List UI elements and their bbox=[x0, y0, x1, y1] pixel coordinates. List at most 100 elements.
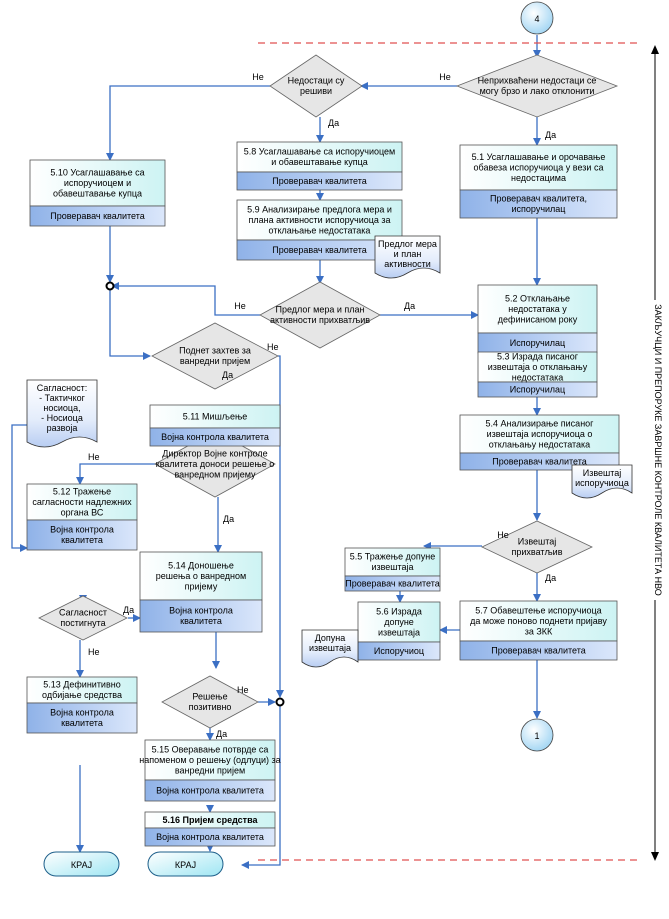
document-text: развоја bbox=[47, 423, 78, 433]
process-box-top bbox=[26, 483, 138, 521]
process-box-text: решења о ванредном bbox=[156, 571, 246, 581]
process-box-role-text: Проверавач квалитета bbox=[345, 578, 440, 588]
decision-text: Сагласност bbox=[59, 608, 107, 618]
process-box-role-text: квалитета bbox=[61, 535, 103, 545]
edge-label-ne: Не bbox=[237, 685, 249, 695]
process-box-text: напоменом о решењу (одлуци) за bbox=[139, 755, 280, 765]
decision-text: Предлог мера и план bbox=[275, 305, 364, 315]
process-box-role-text: Војна контрола bbox=[50, 525, 114, 535]
process-box-top bbox=[459, 144, 618, 191]
process-box-role-text: Испоручилац bbox=[510, 384, 565, 394]
flow-line bbox=[76, 463, 160, 485]
decision-text: постигнута bbox=[60, 618, 105, 628]
process-box-role bbox=[477, 381, 598, 398]
process-box-b516 bbox=[144, 811, 276, 847]
terminal-end bbox=[147, 851, 224, 877]
process-box-top bbox=[459, 414, 620, 454]
connector-top-label: 4 bbox=[534, 14, 539, 24]
process-box-b56 bbox=[357, 601, 441, 661]
process-box-top bbox=[236, 141, 403, 173]
process-box-b511 bbox=[149, 404, 281, 447]
decision-text: Недостаци су bbox=[288, 76, 345, 86]
process-box-text: плана активности испоручиоца за bbox=[248, 215, 390, 225]
process-box-text: испоручиоцем и bbox=[64, 178, 131, 188]
process-box-b57 bbox=[459, 600, 618, 661]
side-bracket-arrow-bottom bbox=[651, 852, 659, 861]
process-box-top bbox=[26, 676, 138, 704]
decision-text: Поднет захтев за bbox=[179, 346, 251, 356]
document-text: и план bbox=[394, 249, 422, 259]
process-box-text: недостатака у bbox=[508, 304, 567, 314]
decision-text: ванредни пријем bbox=[180, 356, 250, 366]
decision-d_proposal bbox=[259, 281, 381, 349]
process-box-role-text: Проверавач квалитета bbox=[272, 245, 367, 255]
edge-label-da: Да bbox=[123, 605, 134, 615]
document-text: - Тактичког bbox=[39, 393, 86, 403]
process-box-b510 bbox=[29, 159, 166, 227]
process-box-role bbox=[149, 427, 281, 447]
flow-line bbox=[11, 424, 40, 552]
flow-line bbox=[241, 702, 281, 869]
decision-text: Неприхваћени недостаци се bbox=[478, 76, 597, 86]
process-box-role bbox=[344, 575, 441, 592]
process-box-text: 5.12 Тражење bbox=[53, 486, 111, 496]
process-box-text: извештаја испоручиоца о bbox=[487, 429, 593, 439]
process-box-b514 bbox=[139, 551, 263, 633]
process-box-text: органа ВС bbox=[61, 507, 104, 517]
process-box-text: 5.14 Доношење bbox=[168, 560, 234, 570]
document-report bbox=[571, 464, 633, 499]
process-box-top bbox=[477, 284, 598, 334]
document-text: Предлог мера bbox=[378, 239, 437, 249]
process-box-text: 5.10 Усаглашавање са bbox=[50, 167, 144, 177]
process-box-text: извештаја bbox=[378, 627, 420, 637]
edge-label-ne: Не bbox=[252, 72, 264, 82]
process-box-text: 5.6 Израда bbox=[376, 606, 422, 616]
decision-text: прихватљив bbox=[512, 547, 563, 557]
process-box-role-text: Испоручилац bbox=[510, 338, 565, 348]
process-box-text: дефинисаном року bbox=[498, 314, 578, 324]
process-box-text: 5.3 Израда писаног bbox=[497, 351, 579, 361]
edge-label-da: Да bbox=[223, 514, 234, 524]
process-box-role bbox=[26, 702, 138, 734]
edge-label-ne: Не bbox=[439, 72, 451, 82]
edge-label-da: Да bbox=[222, 370, 233, 380]
connector-top bbox=[520, 1, 554, 35]
process-box-text: сагласности надлежних bbox=[32, 497, 132, 507]
process-box-b53 bbox=[477, 351, 598, 398]
edge-label-da: Да bbox=[404, 301, 415, 311]
process-box-text: одбијање средства bbox=[42, 690, 122, 700]
process-box-text: за ЗКК bbox=[525, 626, 553, 636]
process-box-top bbox=[459, 600, 618, 642]
decision-text: Извештај bbox=[518, 537, 557, 547]
process-box-text: пријему bbox=[185, 581, 218, 591]
decision-text: решиви bbox=[300, 86, 332, 96]
process-box-role bbox=[144, 779, 276, 802]
process-box-role-text: Проверавач квалитета bbox=[50, 211, 145, 221]
process-box-role bbox=[459, 640, 618, 661]
process-box-b59 bbox=[236, 199, 403, 261]
process-box-b515 bbox=[144, 739, 276, 802]
process-box-role-text: Проверавач квалитета, bbox=[490, 194, 587, 204]
process-box-role bbox=[236, 171, 403, 191]
decision-text: Решење bbox=[192, 692, 227, 702]
process-box-text: 5.1 Усаглашавање и орочавање bbox=[472, 152, 606, 162]
process-box-b513 bbox=[26, 676, 138, 734]
decision-text: могу брзо и лако отклонити bbox=[480, 86, 595, 96]
process-box-role bbox=[29, 205, 166, 227]
process-box-text: 5.11 Мишљење bbox=[183, 411, 248, 421]
process-box-role bbox=[459, 189, 618, 219]
process-box-role bbox=[144, 827, 276, 847]
process-box-text: извештаја bbox=[371, 562, 413, 572]
edge-label-da: Да bbox=[545, 573, 556, 583]
process-box-text: 5.4 Анализирање писаног bbox=[486, 418, 595, 428]
decision-text: позитивно bbox=[189, 702, 232, 712]
flow-line bbox=[111, 282, 260, 316]
edge-label-ne: Не bbox=[267, 342, 279, 352]
process-box-b54 bbox=[459, 414, 620, 471]
document-text: активности bbox=[384, 259, 431, 269]
process-box-text: обавештавање купца bbox=[53, 188, 142, 198]
process-box-b55 bbox=[344, 547, 441, 592]
process-box-role bbox=[26, 519, 138, 551]
terminal-label: КРАЈ bbox=[175, 860, 196, 870]
edge-label-da: Да bbox=[545, 130, 556, 140]
